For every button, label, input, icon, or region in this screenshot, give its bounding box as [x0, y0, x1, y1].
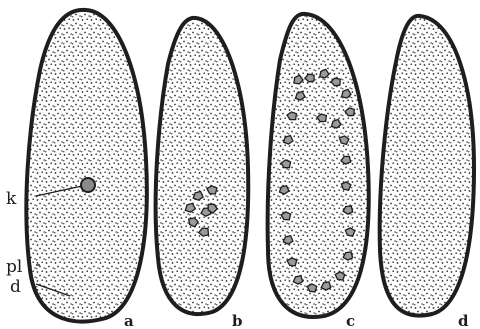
cell-b-body	[156, 18, 249, 314]
callout-k: k	[6, 189, 17, 209]
cell-d	[380, 16, 474, 316]
granule	[345, 228, 355, 236]
granule	[339, 136, 349, 144]
cell-a	[26, 10, 146, 322]
callout-d: d	[10, 277, 21, 297]
granule	[283, 236, 293, 244]
cell-b	[156, 18, 249, 314]
nucleus	[81, 178, 95, 192]
callout-pl: pl	[6, 257, 22, 277]
panel-label-d: d	[458, 312, 469, 329]
panel-label-a: a	[124, 312, 134, 329]
granule	[293, 276, 303, 284]
cell-c	[268, 14, 369, 317]
granule	[335, 272, 345, 280]
cell-d-body	[380, 16, 474, 316]
cell-a-body	[26, 10, 146, 322]
panel-label-c: c	[346, 312, 355, 329]
panel-label-b: b	[232, 312, 243, 329]
